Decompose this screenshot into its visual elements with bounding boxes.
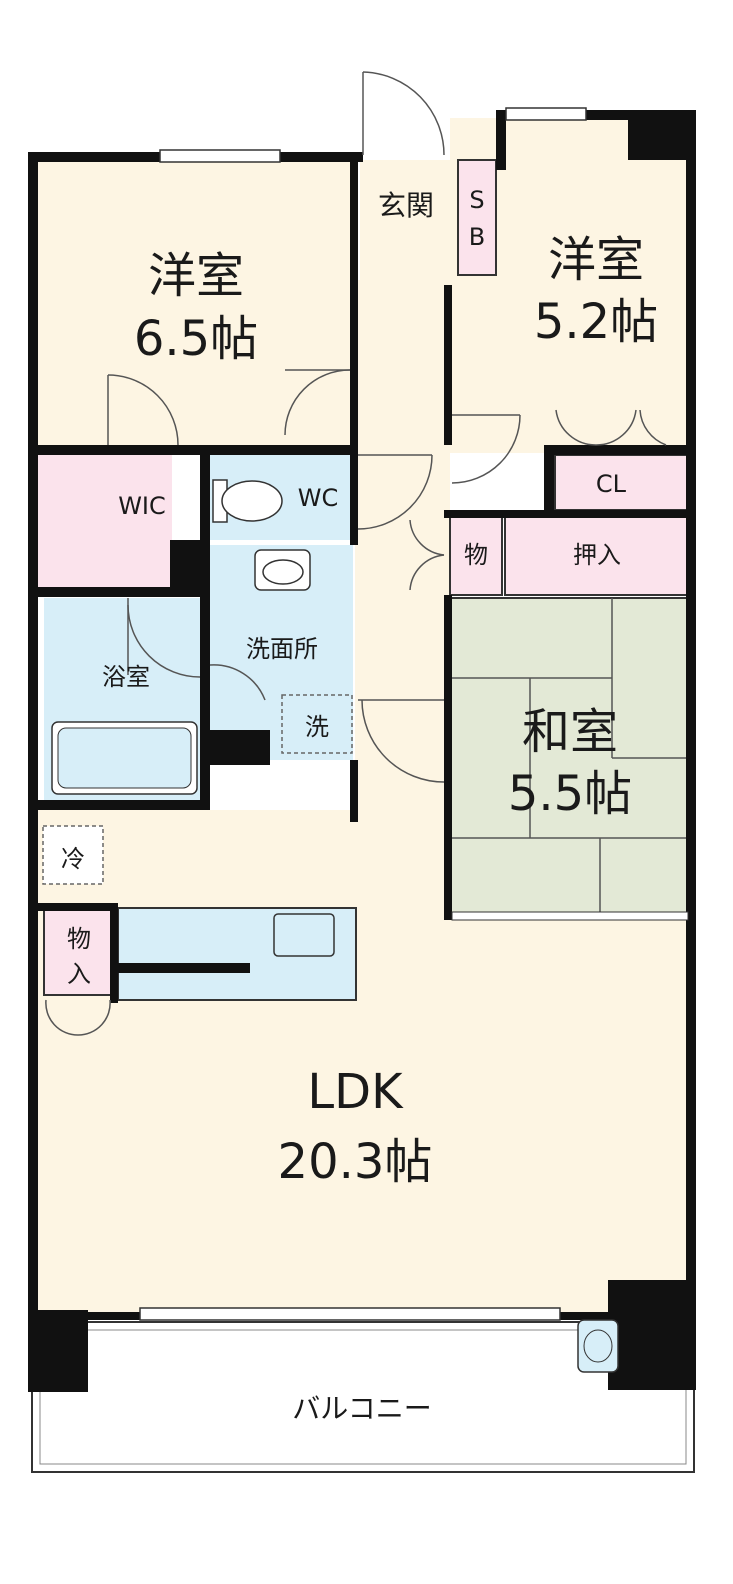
- ldk-size: 20.3帖: [278, 1134, 433, 1190]
- kitchen-counter: [117, 907, 357, 1001]
- washer-label: 洗: [305, 713, 329, 741]
- wic-area: [36, 455, 172, 587]
- shoe-box-area: [457, 159, 497, 276]
- washroom-door-icon: [209, 664, 266, 701]
- closet-label: CL: [596, 470, 627, 498]
- bathtub-icon: [51, 721, 198, 795]
- western-room-1-size: 6.5帖: [134, 311, 258, 367]
- bath-door-icon: [127, 598, 201, 678]
- western-room-1-name: 洋室: [148, 248, 244, 304]
- storage-ldk-label-2: 入: [67, 960, 91, 988]
- entrance-label: 玄関: [378, 189, 434, 222]
- hall-door-icon: [358, 699, 445, 783]
- shoe-box-label-2: B: [469, 223, 485, 251]
- western-2-door-icon: [451, 414, 521, 484]
- outdoor-faucet-icon: [577, 1319, 619, 1373]
- western-room-1-floor: [36, 160, 356, 450]
- entrance-floor: [360, 160, 450, 280]
- fridge-label: 冷: [61, 845, 85, 873]
- shoe-box-label-1: S: [469, 186, 484, 214]
- western-room-2-name: 洋室: [548, 232, 644, 288]
- washroom-label: 洗面所: [246, 635, 318, 663]
- washer-icon: [281, 694, 353, 754]
- balcony-inner-rail: [39, 1329, 687, 1465]
- storage-ldk-area: [43, 909, 115, 996]
- japanese-room-name: 和室: [522, 704, 618, 760]
- closet-door-icon: [555, 409, 667, 446]
- western-room-2-size: 5.2帖: [534, 294, 658, 350]
- storage-ldk-label-1: 物: [67, 925, 91, 953]
- wic-label: WIC: [118, 492, 166, 520]
- tatami-room: [449, 597, 689, 917]
- japanese-room-size: 5.5帖: [508, 766, 632, 822]
- western-1-door-icon: [107, 369, 351, 446]
- storage-small-area: [449, 514, 503, 596]
- sink-icon: [273, 913, 335, 957]
- oshiire-label: 押入: [573, 541, 621, 569]
- storage-small-label: 物: [464, 541, 488, 569]
- bathroom-label: 浴室: [102, 663, 150, 691]
- toilet-icon: [212, 479, 283, 523]
- hallway-floor: [355, 280, 450, 820]
- ldk-storage-door-icon: [45, 999, 111, 1036]
- ldk-name: LDK: [307, 1064, 404, 1120]
- washbasin-icon: [254, 549, 311, 591]
- balcony-label: バルコニー: [292, 1392, 431, 1425]
- fridge-icon: [42, 825, 104, 885]
- storage-door-icon: [409, 519, 445, 591]
- wc-label: WC: [298, 484, 339, 512]
- entrance-door-icon: [362, 71, 445, 156]
- wc-door-icon: [357, 454, 433, 530]
